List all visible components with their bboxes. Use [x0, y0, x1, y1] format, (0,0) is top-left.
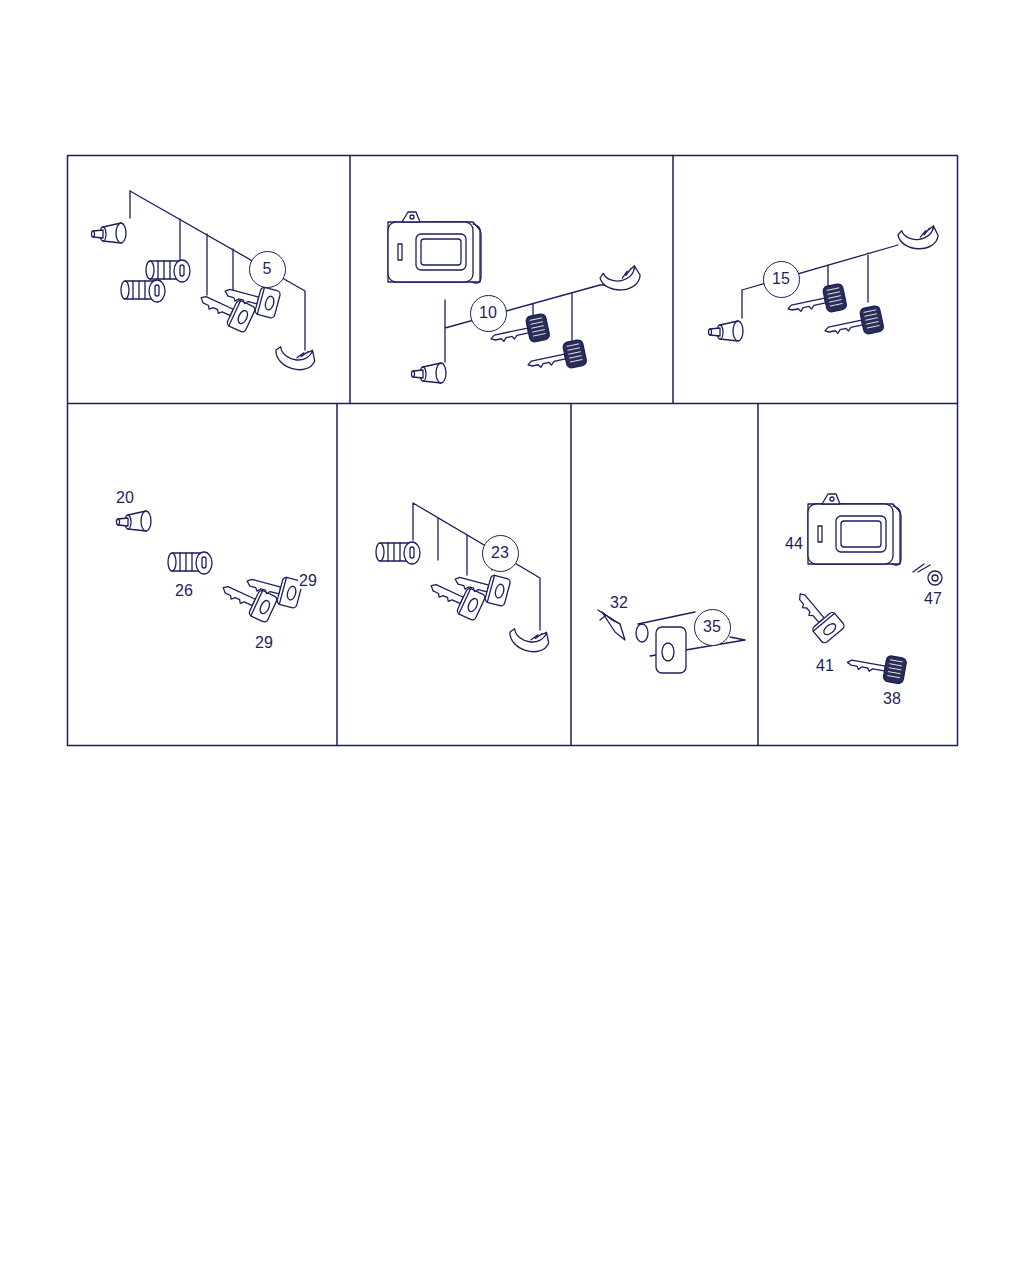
callout-circle: 23 [482, 535, 519, 572]
callout-circle: 10 [470, 295, 507, 332]
callout-number: 10 [479, 305, 497, 321]
callout-number: 23 [491, 545, 509, 561]
part-number: 41 [815, 658, 835, 674]
callout-circle: 15 [763, 261, 800, 298]
callout-circle: 5 [249, 251, 286, 288]
callout-number: 35 [703, 619, 721, 635]
part-number: 44 [784, 536, 804, 552]
callout-number: 15 [772, 271, 790, 287]
part-number: 20 [115, 490, 135, 506]
part-number: 47 [923, 591, 943, 607]
part-number: 29 [298, 573, 318, 589]
callout-circle: 35 [694, 609, 731, 646]
part-number: 29 [254, 635, 274, 651]
part-number: 38 [882, 691, 902, 707]
callout-number: 5 [263, 261, 272, 277]
part-number: 32 [609, 595, 629, 611]
part-number: 26 [174, 583, 194, 599]
